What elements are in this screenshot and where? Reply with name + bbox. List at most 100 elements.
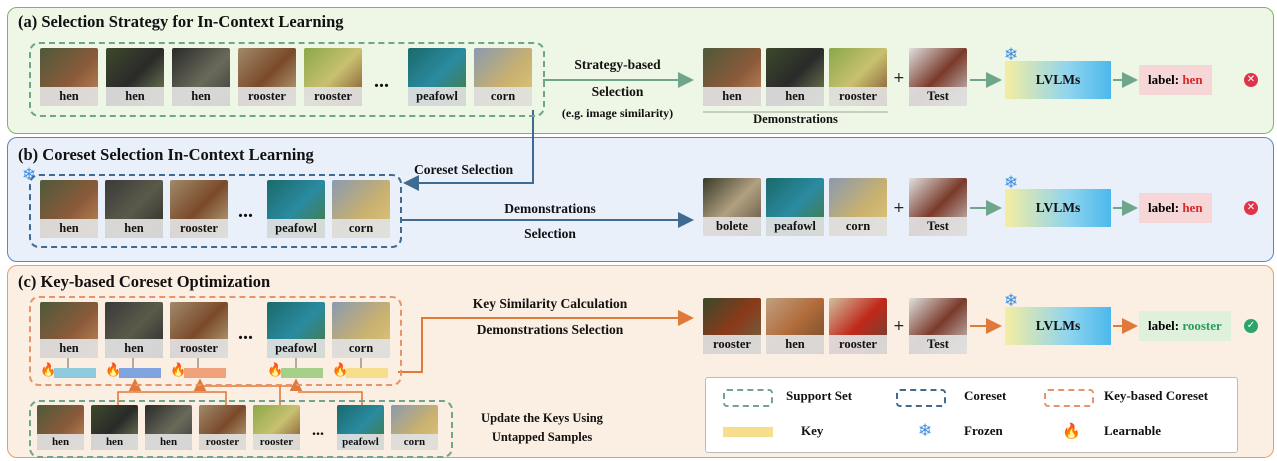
legend-coreset-swatch [896,389,946,407]
strategy-label-1: Strategy-based [574,57,661,72]
key-bar-5 [346,368,388,378]
untapped-image-6: peafowl [337,405,384,450]
support-image-7: corn [474,48,532,106]
key-coreset-box [29,296,402,386]
image-caption: peafowl [267,219,325,238]
plus-sign: + [893,318,905,334]
image-caption: corn [829,217,887,236]
label-prefix: label: [1148,200,1180,215]
support-image-4: rooster [238,48,296,106]
support-set-box-a [29,42,545,117]
legend-support-set: Support Set [786,388,853,403]
ellipsis: ... [312,422,324,439]
strategy-label-2: Selection [591,84,644,99]
image-caption: rooster [253,434,300,450]
coreset-image-1: hen [40,180,98,238]
image-caption: corn [391,434,438,450]
test-image-a: Test [909,48,967,106]
image-caption: hen [766,87,824,106]
panel-a-title: (a) Selection Strategy for In-Context Le… [18,12,344,31]
image-caption: peafowl [408,87,466,106]
image-caption: hen [145,434,192,450]
snowflake-icon: ❄ [1004,173,1019,193]
untapped-image-5: rooster [253,405,300,450]
cross-icon: ✕ [1244,73,1258,87]
image-caption: hen [105,219,163,238]
prediction-b: hen [1182,200,1203,215]
untapped-image-3: hen [145,405,192,450]
cross-icon: ✕ [1244,201,1258,215]
coreset-box-b [29,174,402,248]
strategy-label-3: (e.g. image similarity) [561,106,674,120]
fire-icon: 🔥 [332,363,349,378]
demo-image-b-2: peafowl [766,178,824,236]
plus-sign: + [893,70,905,86]
snowflake-icon: ❄ [918,421,933,441]
support-image-1: hen [40,48,98,106]
coreset-image-2: hen [105,180,163,238]
label-box-c: label: rooster [1139,311,1231,341]
demo-image-a-3: rooster [829,48,887,106]
image-caption: Test [909,217,967,236]
key-coreset-image-2: hen [105,302,163,358]
snowflake-icon: ❄ [1004,45,1019,65]
prediction-a: hen [1182,72,1203,87]
image-caption: hen [105,339,163,358]
panel-c-title: (c) Key-based Coreset Optimization [18,272,271,291]
demo-selection-label-1: Demonstrations [504,201,596,216]
image-caption: rooster [170,339,228,358]
label-prefix: label: [1148,72,1180,87]
legend-frozen: Frozen [964,423,1003,438]
fire-icon: 🔥 [267,363,284,378]
image-caption: rooster [170,219,228,238]
untapped-image-4: rooster [199,405,246,450]
key-bar-1 [54,368,96,378]
image-caption: rooster [829,87,887,106]
image-caption: hen [766,335,824,354]
update-keys-label-2: Untapped Samples [491,430,593,444]
image-caption: hen [40,339,98,358]
untapped-samples-box [29,400,453,458]
demo-image-b-3: corn [829,178,887,236]
coreset-image-3: rooster [170,180,228,238]
demo-image-c-3: rooster [829,298,887,354]
image-caption: rooster [304,87,362,106]
image-caption: hen [703,87,761,106]
image-caption: rooster [238,87,296,106]
image-caption: bolete [703,217,761,236]
key-coreset-image-3: rooster [170,302,228,358]
legend-key-coreset-swatch [1044,389,1094,407]
fire-icon: 🔥 [40,363,57,378]
demo-image-c-2: hen [766,298,824,354]
image-caption: rooster [703,335,761,354]
key-similarity-label-1: Key Similarity Calculation [472,296,628,311]
image-caption: hen [40,219,98,238]
untapped-image-1: hen [37,405,84,450]
coreset-image-5: corn [332,180,390,238]
ellipsis: ... [238,200,253,222]
support-image-2: hen [106,48,164,106]
untapped-image-7: corn [391,405,438,450]
ellipsis: ... [374,70,389,92]
lvlm-box-a: LVLMs [1005,61,1111,99]
image-caption: hen [37,434,84,450]
demo-image-a-1: hen [703,48,761,106]
support-image-3: hen [172,48,230,106]
legend-key-coreset: Key-based Coreset [1104,388,1209,403]
coreset-image-4: peafowl [267,180,325,238]
label-prefix: label: [1148,318,1180,333]
update-keys-label-1: Update the Keys Using [481,411,603,425]
ellipsis: ... [238,322,253,344]
key-coreset-image-1: hen [40,302,98,358]
coreset-selection-label: Coreset Selection [414,162,514,177]
image-caption: corn [474,87,532,106]
legend-key-swatch [723,427,773,437]
key-bar-4 [281,368,323,378]
image-caption: peafowl [337,434,384,450]
key-similarity-label-2: Demonstrations Selection [476,322,624,337]
legend-support-set-swatch [723,389,773,407]
panel-b-title: (b) Coreset Selection In-Context Learnin… [18,145,314,164]
image-caption: hen [40,87,98,106]
key-bar-3 [184,368,226,378]
